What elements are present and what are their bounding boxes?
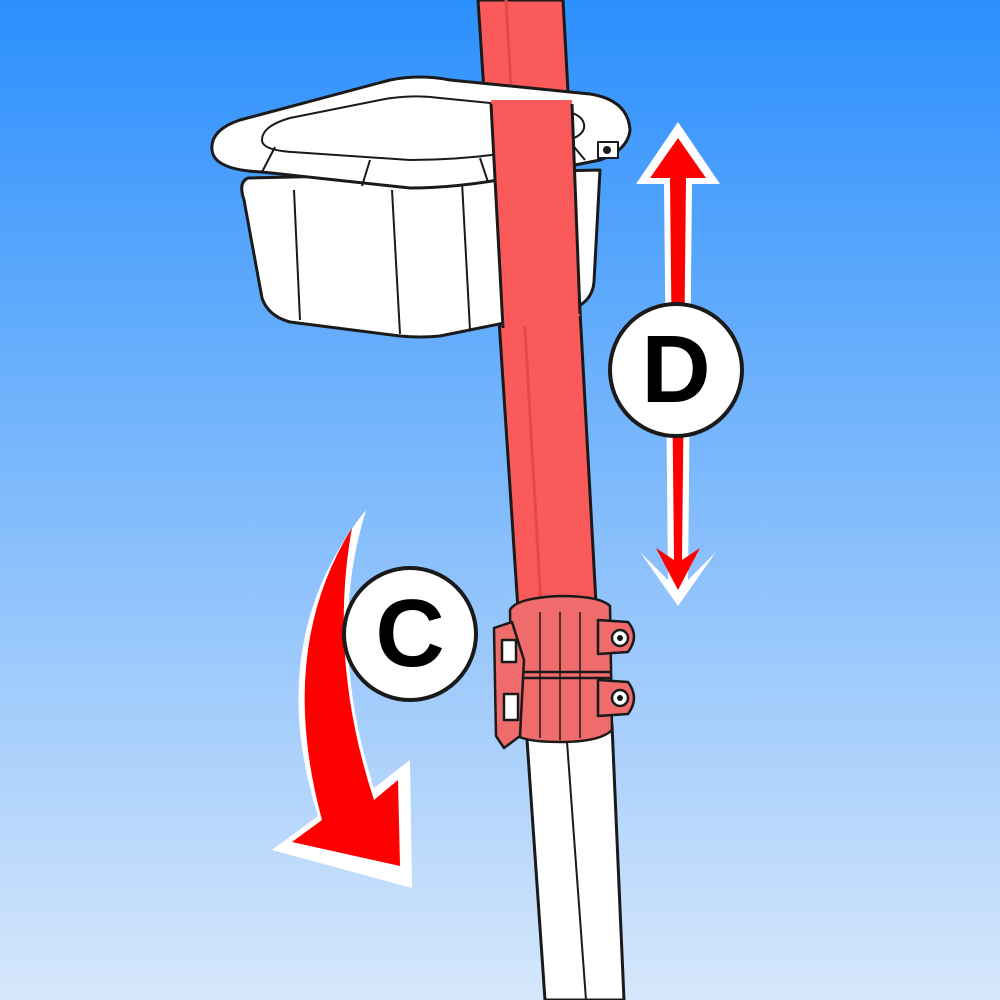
step-badge-d: D bbox=[608, 302, 744, 438]
step-label-c: C bbox=[375, 580, 444, 687]
step-badge-c: C bbox=[342, 566, 478, 702]
twist-lock-clamp bbox=[492, 594, 636, 750]
extension-pole-front bbox=[489, 100, 582, 330]
step-label-d: D bbox=[641, 316, 710, 423]
curved-rotate-arrow-icon bbox=[272, 510, 412, 888]
base-pole bbox=[524, 723, 626, 1000]
